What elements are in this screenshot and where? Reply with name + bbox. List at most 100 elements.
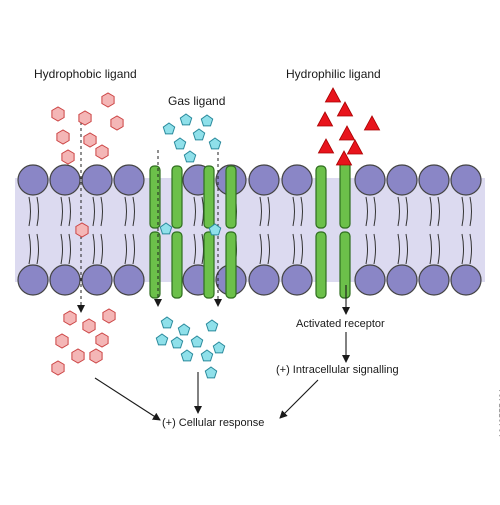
activated-receptor-label: Activated receptor [296,318,385,330]
lipid-tail [100,196,103,227]
hexagon-icon [71,348,85,364]
pentagon-icon [183,150,197,163]
channel-subunit [203,165,215,229]
pentagon-icon [205,319,219,332]
lipid-tail [267,196,270,227]
triangle-icon [316,111,334,127]
lipid-tail [397,196,400,227]
lipid-tail [365,233,368,265]
triangle-icon [338,125,356,141]
lipid-tail [397,233,400,265]
pentagon-icon [200,114,214,127]
phospholipid-head [81,164,113,196]
phospholipid-head [386,164,418,196]
triangle-icon [335,150,353,166]
pentagon-icon [204,366,218,379]
pentagon-icon [160,316,174,329]
lipid-tail [405,196,408,227]
hexagon-icon [63,310,77,326]
lipid-tail [68,196,71,227]
lipid-tail [259,233,262,265]
lipid-tail [267,233,270,265]
channel-subunit [339,159,351,229]
hexagon-icon [83,132,97,148]
triangle-icon [336,101,354,117]
pentagon-icon [162,122,176,135]
channel-subunit [203,231,215,299]
lipid-tail [36,233,39,265]
phospholipid-head [450,164,482,196]
pathway-arrow [94,377,161,421]
channel-subunit [171,231,183,299]
phospholipid-head [354,164,386,196]
phospholipid-head [49,164,81,196]
lipid-tail [92,233,95,265]
lipid-tail [60,233,63,265]
hexagon-icon [78,110,92,126]
pentagon-icon [200,349,214,362]
ligands [51,87,381,379]
pentagon-icon [180,349,194,362]
hexagon-icon [89,348,103,364]
hexagon-icon [110,115,124,131]
phospholipid-head [113,164,145,196]
hexagon-icon [51,360,65,376]
channel-subunit [315,231,327,299]
pentagon-icon [173,137,187,150]
lipid-tail [469,233,472,265]
phospholipid-head [418,164,450,196]
intracellular-signalling-label: (+) Intracellular signalling [276,364,399,376]
lipid-tail [461,196,464,227]
lipid-tail [193,196,196,227]
lipid-tail [36,196,39,227]
lipid-tail [429,233,432,265]
hexagon-icon [95,332,109,348]
channel-subunit [315,165,327,229]
pentagon-icon [212,341,226,354]
phospholipid-head [354,264,386,296]
lipid-tail [429,196,432,227]
phospholipid-head [248,264,280,296]
hexagon-icon [82,318,96,334]
hexagon-icon [95,144,109,160]
cellular-response-label: (+) Cellular response [162,417,265,429]
phospholipid-head [418,264,450,296]
phospholipid-head [81,264,113,296]
phospholipid-head [17,264,49,296]
lipid-tail [60,196,63,227]
pentagon-icon [192,128,206,141]
phospholipid-head [113,264,145,296]
hydrophobic-ligand-label: Hydrophobic ligand [34,67,137,81]
lipid-tail [124,196,127,227]
lipid-tail [300,233,303,265]
lipid-tail [92,196,95,227]
pathway-arrow [279,379,319,419]
gas-ligand-label: Gas ligand [168,94,226,108]
phospholipid-head [450,264,482,296]
lipid-tail [132,233,135,265]
lipid-tail [68,233,71,265]
pentagon-icon [177,323,191,336]
triangle-icon [317,138,335,154]
lipid-tail [100,233,103,265]
phospholipid-head [248,164,280,196]
lipid-tail [373,233,376,265]
lipid-tail [469,196,472,227]
lipid-tail [193,233,196,265]
hexagon-icon [102,308,116,324]
triangle-icon [346,139,364,155]
phospholipid-head [281,264,313,296]
pentagon-icon [190,335,204,348]
phospholipid-head [17,164,49,196]
channel-subunit [225,231,237,299]
triangle-icon [363,115,381,131]
lipid-tail [124,233,127,265]
lipid-tail [461,233,464,265]
channel-subunit [339,231,351,299]
pentagon-icon [208,137,222,150]
lipid-tail [292,233,295,265]
pentagon-icon [159,222,173,235]
phospholipid-head [281,164,313,196]
